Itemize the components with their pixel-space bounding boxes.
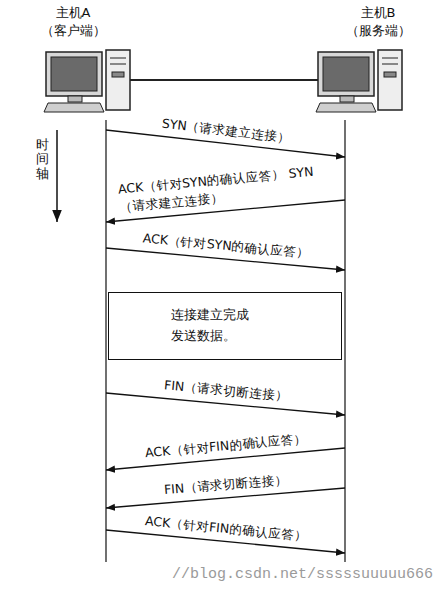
node-title: 主机B (345, 4, 411, 22)
node-text: （客户端） (40, 22, 106, 40)
node-title: 主机A (40, 4, 106, 22)
axis-label: 时间轴 (36, 138, 49, 181)
host-column: 主机A（客户端） (40, 4, 106, 562)
message-label: ACK（针对SYN的确认应答） (139, 229, 311, 263)
message-label: FIN（请求切断连接） (161, 471, 290, 500)
watermark: //blog.csdn.net/sssssuuuuu666 (172, 566, 433, 583)
message-label: SYN（请求建立连接） (158, 114, 292, 147)
network-cable (130, 79, 318, 81)
message-label: ACK（针对FIN的确认应答） (142, 511, 309, 545)
computer-icon (316, 50, 402, 112)
message-label: ACK（针对SYN的确认应答） SYN（请求建立连接） (115, 161, 336, 217)
computer-icon (44, 50, 130, 112)
timeline (344, 120, 345, 562)
process-box: 连接建立完成 发送数据。 (108, 292, 342, 360)
host-column: 主机B（服务端） (345, 4, 411, 562)
node-text: （服务端） (345, 22, 411, 40)
time-axis-arrow (56, 130, 58, 222)
message-label: FIN（请求切断连接） (161, 376, 290, 406)
node-title: 连接建立完成 发送数据。 (171, 305, 291, 347)
timeline (105, 120, 106, 562)
message-label: ACK（针对FIN的确认应答） (142, 429, 309, 462)
